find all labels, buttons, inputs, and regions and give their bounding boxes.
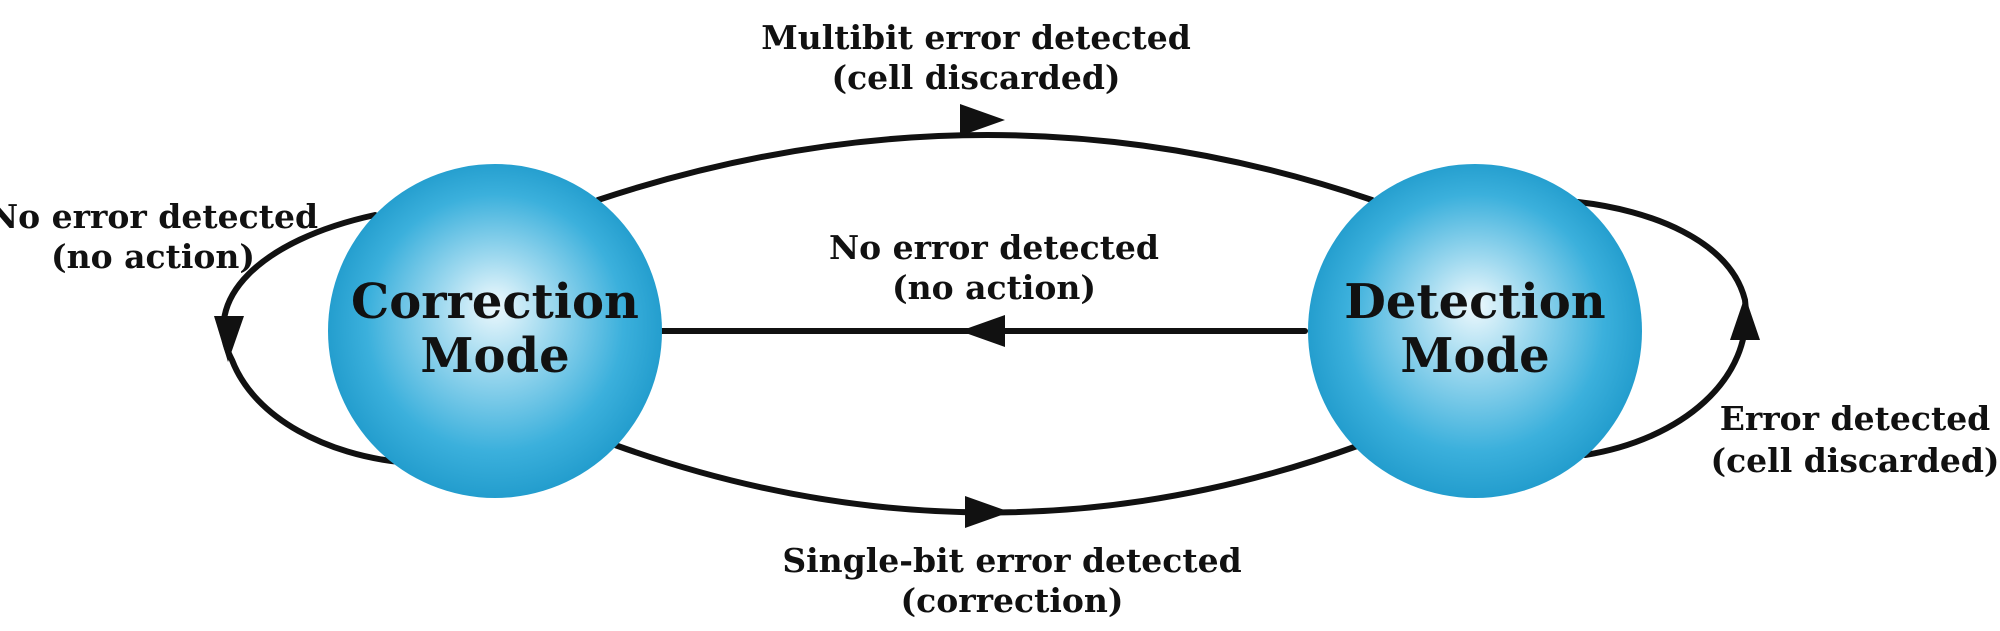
- edge-right-loop-label-line1: Error detected: [1720, 399, 1991, 438]
- edge-bottom-line: [612, 442, 1363, 516]
- node-correction-circle: [328, 164, 662, 498]
- edge-bottom-arrowhead: [965, 496, 1010, 528]
- edge-left-loop-label-line1: No error detected: [0, 197, 318, 236]
- edge-middle: No error detected (no action): [657, 228, 1308, 347]
- edge-right-loop-label-line2: (cell discarded): [1710, 441, 1999, 480]
- edge-top-label-line2: (cell discarded): [831, 58, 1120, 97]
- edge-left-loop-arrowhead: [214, 316, 244, 362]
- node-correction-label-line1: Correction: [351, 274, 639, 330]
- edge-left-loop: No error detected (no action): [0, 197, 403, 465]
- node-detection-mode: Detection Mode: [1308, 164, 1642, 498]
- node-detection-circle: [1308, 164, 1642, 498]
- edge-bottom-label-line1: Single-bit error detected: [782, 541, 1241, 580]
- edge-middle-label-line1: No error detected: [829, 228, 1159, 267]
- edge-top-arrowhead: [960, 104, 1005, 136]
- edge-middle-label-line2: (no action): [892, 268, 1096, 307]
- edge-bottom-label-line2: (correction): [901, 581, 1124, 620]
- edge-top-line: [595, 132, 1375, 203]
- edge-left-loop-label-line2: (no action): [51, 237, 255, 276]
- node-correction-label-line2: Mode: [420, 328, 569, 384]
- edge-right-loop: Error detected (cell discarded): [1575, 199, 2000, 480]
- edge-top: Multibit error detected (cell discarded): [595, 18, 1375, 203]
- edge-right-loop-arrowhead: [1730, 296, 1760, 340]
- node-correction-mode: Correction Mode: [328, 164, 662, 498]
- edge-top-label-line1: Multibit error detected: [761, 18, 1191, 57]
- edge-left-loop-line: [220, 212, 403, 465]
- edge-bottom: Single-bit error detected (correction): [612, 442, 1363, 620]
- node-detection-label-line2: Mode: [1400, 328, 1549, 384]
- edge-middle-arrowhead: [960, 315, 1005, 347]
- node-detection-label-line1: Detection: [1344, 274, 1605, 330]
